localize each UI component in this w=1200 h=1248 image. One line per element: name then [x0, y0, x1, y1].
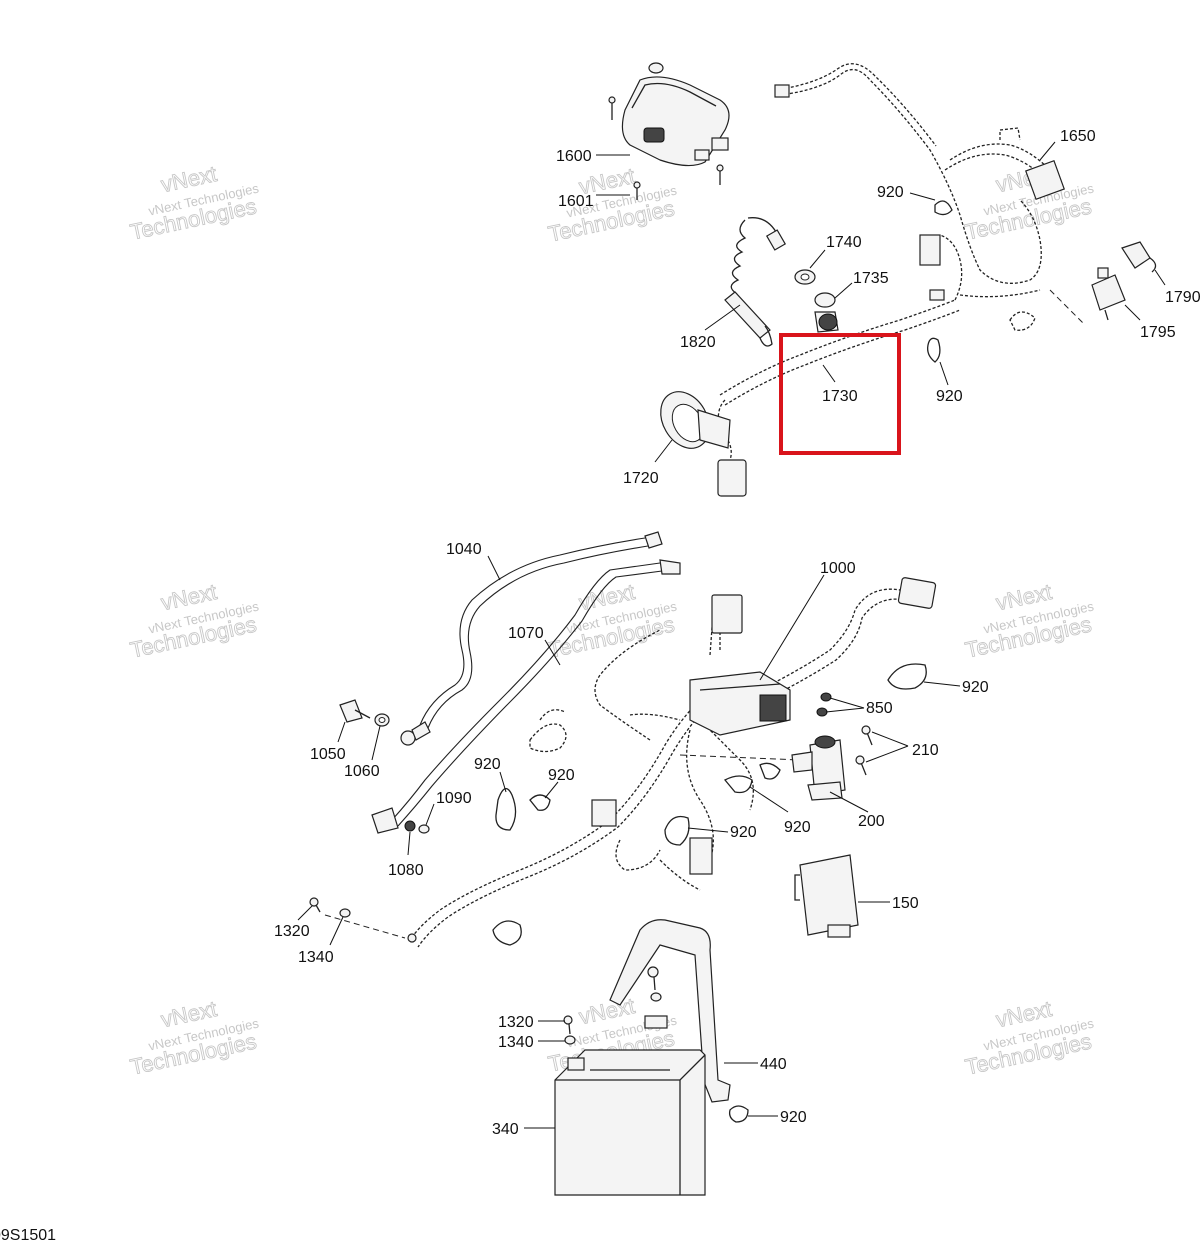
watermark: vNext vNext Technologies Technologies — [962, 579, 1095, 663]
callout-label: 1601 — [558, 193, 594, 210]
callout-label: 1720 — [623, 470, 659, 487]
watermarks: vNext vNext Technologies Technologies vN… — [127, 161, 1095, 1080]
callout-label: 920 — [780, 1109, 807, 1126]
callout-label: 340 — [492, 1121, 519, 1138]
washer-part[interactable] — [650, 992, 662, 1002]
cable-tie-part[interactable] — [495, 788, 517, 831]
bolt-part[interactable] — [563, 1015, 573, 1035]
gauge-display-part[interactable] — [608, 62, 730, 200]
watermark: vNext vNext Technologies Technologies — [545, 163, 678, 247]
bolt-part[interactable] — [309, 897, 321, 913]
washer-part[interactable] — [374, 713, 390, 727]
nut-part[interactable] — [816, 692, 832, 717]
connector-part[interactable] — [717, 459, 747, 497]
callout-label: 920 — [474, 756, 501, 773]
main-wiring-harness[interactable] — [324, 577, 937, 948]
callout-label: 1790 — [1165, 289, 1200, 306]
callout-label: 1650 — [1060, 128, 1096, 145]
bolt-part[interactable] — [855, 725, 873, 776]
callout-group-upper: 1600 1601 1650 920 1740 1735 1790 1795 1… — [556, 128, 1200, 487]
callout-label: 1735 — [853, 270, 889, 287]
callout-label: 850 — [866, 700, 893, 717]
nut-part[interactable] — [404, 820, 416, 832]
watermark: vNext vNext Technologies Technologies — [127, 161, 260, 245]
washer-part[interactable] — [564, 1035, 576, 1045]
callout-group-middle: 1040 1000 1070 920 850 210 1050 1060 920… — [274, 541, 989, 966]
cable-tie-part[interactable] — [934, 200, 953, 216]
callout-label: 1060 — [344, 763, 380, 780]
callout-label: 1000 — [820, 560, 856, 577]
callout-label: 1600 — [556, 148, 592, 165]
watermark: vNext vNext Technologies Technologies — [127, 996, 260, 1080]
washer-part[interactable] — [418, 824, 430, 834]
ground-cable-part[interactable] — [371, 559, 681, 834]
callout-group-lower: 1320 1340 440 920 340 — [492, 1014, 807, 1138]
solenoid-part[interactable] — [791, 735, 846, 801]
sensor-part[interactable] — [1121, 241, 1157, 273]
callout-label: 1795 — [1140, 324, 1176, 341]
callout-label: 1730 — [822, 388, 858, 405]
switch-part[interactable] — [814, 292, 839, 333]
rubber-boot-part[interactable] — [651, 383, 731, 457]
cable-tie-part[interactable] — [927, 337, 941, 363]
upper-wiring-harness[interactable] — [717, 63, 1086, 461]
callout-label: 440 — [760, 1056, 787, 1073]
callout-label: 1090 — [436, 790, 472, 807]
cable-tie-part[interactable] — [664, 815, 690, 846]
callout-label: 1740 — [826, 234, 862, 251]
callout-label: 920 — [936, 388, 963, 405]
callout-label: 200 — [858, 813, 885, 830]
tether-cord-part[interactable] — [724, 217, 787, 347]
battery-part[interactable] — [554, 1015, 706, 1196]
cable-tie-part[interactable] — [723, 775, 753, 794]
battery-cable-part[interactable] — [400, 531, 663, 746]
watermark: vNext vNext Technologies Technologies — [962, 161, 1095, 245]
callout-label: 920 — [548, 767, 575, 784]
callout-label: 920 — [962, 679, 989, 696]
control-module-part[interactable] — [794, 854, 859, 938]
callout-label: 1340 — [298, 949, 334, 966]
callout-label: 1070 — [508, 625, 544, 642]
battery-strap-part[interactable] — [609, 919, 731, 1103]
washer-part[interactable] — [339, 908, 351, 918]
watermark: vNext vNext Technologies Technologies — [127, 579, 260, 663]
callout-label: 1320 — [498, 1014, 534, 1031]
callout-label: 1080 — [388, 862, 424, 879]
callout-label: 1820 — [680, 334, 716, 351]
callout-label: 1340 — [498, 1034, 534, 1051]
cable-tie-part[interactable] — [492, 920, 522, 946]
cable-tie-part[interactable] — [759, 762, 781, 780]
highlight-box — [779, 333, 901, 455]
cable-tie-part[interactable] — [529, 794, 551, 811]
callout-label: 210 — [912, 742, 939, 759]
nut-washer-part[interactable] — [794, 269, 816, 285]
watermark: vNext vNext Technologies Technologies — [962, 996, 1095, 1080]
bolt-part[interactable] — [647, 966, 659, 991]
bolt-part[interactable] — [339, 699, 371, 723]
callout-label: 1040 — [446, 541, 482, 558]
callout-label: 1050 — [310, 746, 346, 763]
callout-label: 920 — [730, 824, 757, 841]
callout-label: 920 — [784, 819, 811, 836]
callout-label: 150 — [892, 895, 919, 912]
callout-label: 1320 — [274, 923, 310, 940]
callout-label: 920 — [877, 184, 904, 201]
cable-tie-part[interactable] — [887, 663, 927, 690]
cable-tie-part[interactable] — [728, 1105, 749, 1123]
sensor-part[interactable] — [1091, 267, 1126, 321]
